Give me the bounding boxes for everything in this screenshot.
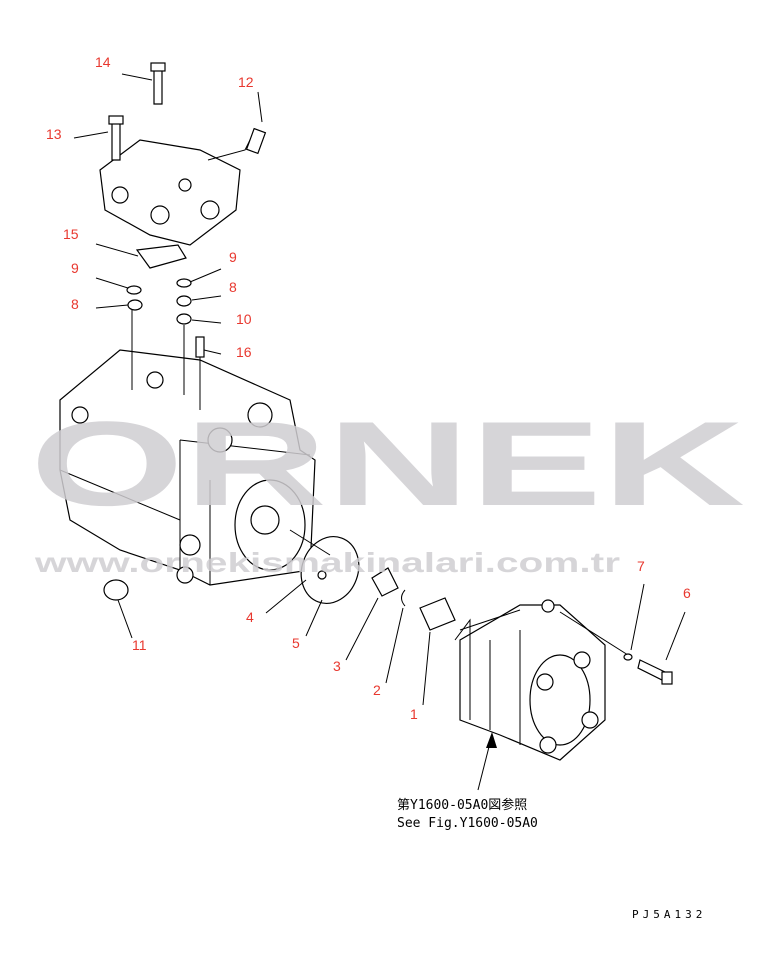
callout-9b: 9 bbox=[229, 249, 237, 265]
valve-cover-assembly bbox=[99, 62, 267, 246]
callout-15: 15 bbox=[63, 226, 79, 242]
callout-8a: 8 bbox=[71, 296, 79, 312]
reference-en: See Fig.Y1600-05A0 bbox=[397, 816, 538, 831]
gear-pump bbox=[454, 599, 629, 761]
callout-10: 10 bbox=[236, 311, 252, 327]
o-rings bbox=[126, 278, 205, 358]
callout-13: 13 bbox=[46, 126, 62, 142]
watermark-url: www.ornekismakinalari.com.tr bbox=[34, 547, 621, 578]
bolt bbox=[637, 659, 666, 681]
callout-1: 1 bbox=[410, 706, 418, 722]
callout-16: 16 bbox=[236, 344, 252, 360]
o-ring-large bbox=[300, 536, 360, 604]
callout-7: 7 bbox=[637, 558, 645, 574]
callout-14: 14 bbox=[95, 54, 111, 70]
pump-body bbox=[59, 310, 316, 586]
callout-2: 2 bbox=[373, 682, 381, 698]
spacer bbox=[419, 597, 456, 631]
callout-3: 3 bbox=[333, 658, 341, 674]
callout-labels: 14 12 13 15 9 9 8 8 10 16 11 4 5 3 2 1 7… bbox=[46, 54, 691, 722]
coupling bbox=[371, 567, 399, 597]
callout-5: 5 bbox=[292, 635, 300, 651]
callout-9a: 9 bbox=[71, 260, 79, 276]
gasket bbox=[135, 244, 187, 269]
callout-8b: 8 bbox=[229, 279, 237, 295]
reference-jp: 第Y1600-05A0図参照 bbox=[397, 798, 528, 813]
plug bbox=[103, 579, 129, 601]
callout-4: 4 bbox=[246, 609, 254, 625]
watermark-brand: ORNEK bbox=[30, 397, 745, 531]
callout-12: 12 bbox=[238, 74, 254, 90]
callout-6: 6 bbox=[683, 585, 691, 601]
callout-11: 11 bbox=[132, 637, 147, 653]
drawing-code: PJ5A132 bbox=[632, 908, 707, 921]
